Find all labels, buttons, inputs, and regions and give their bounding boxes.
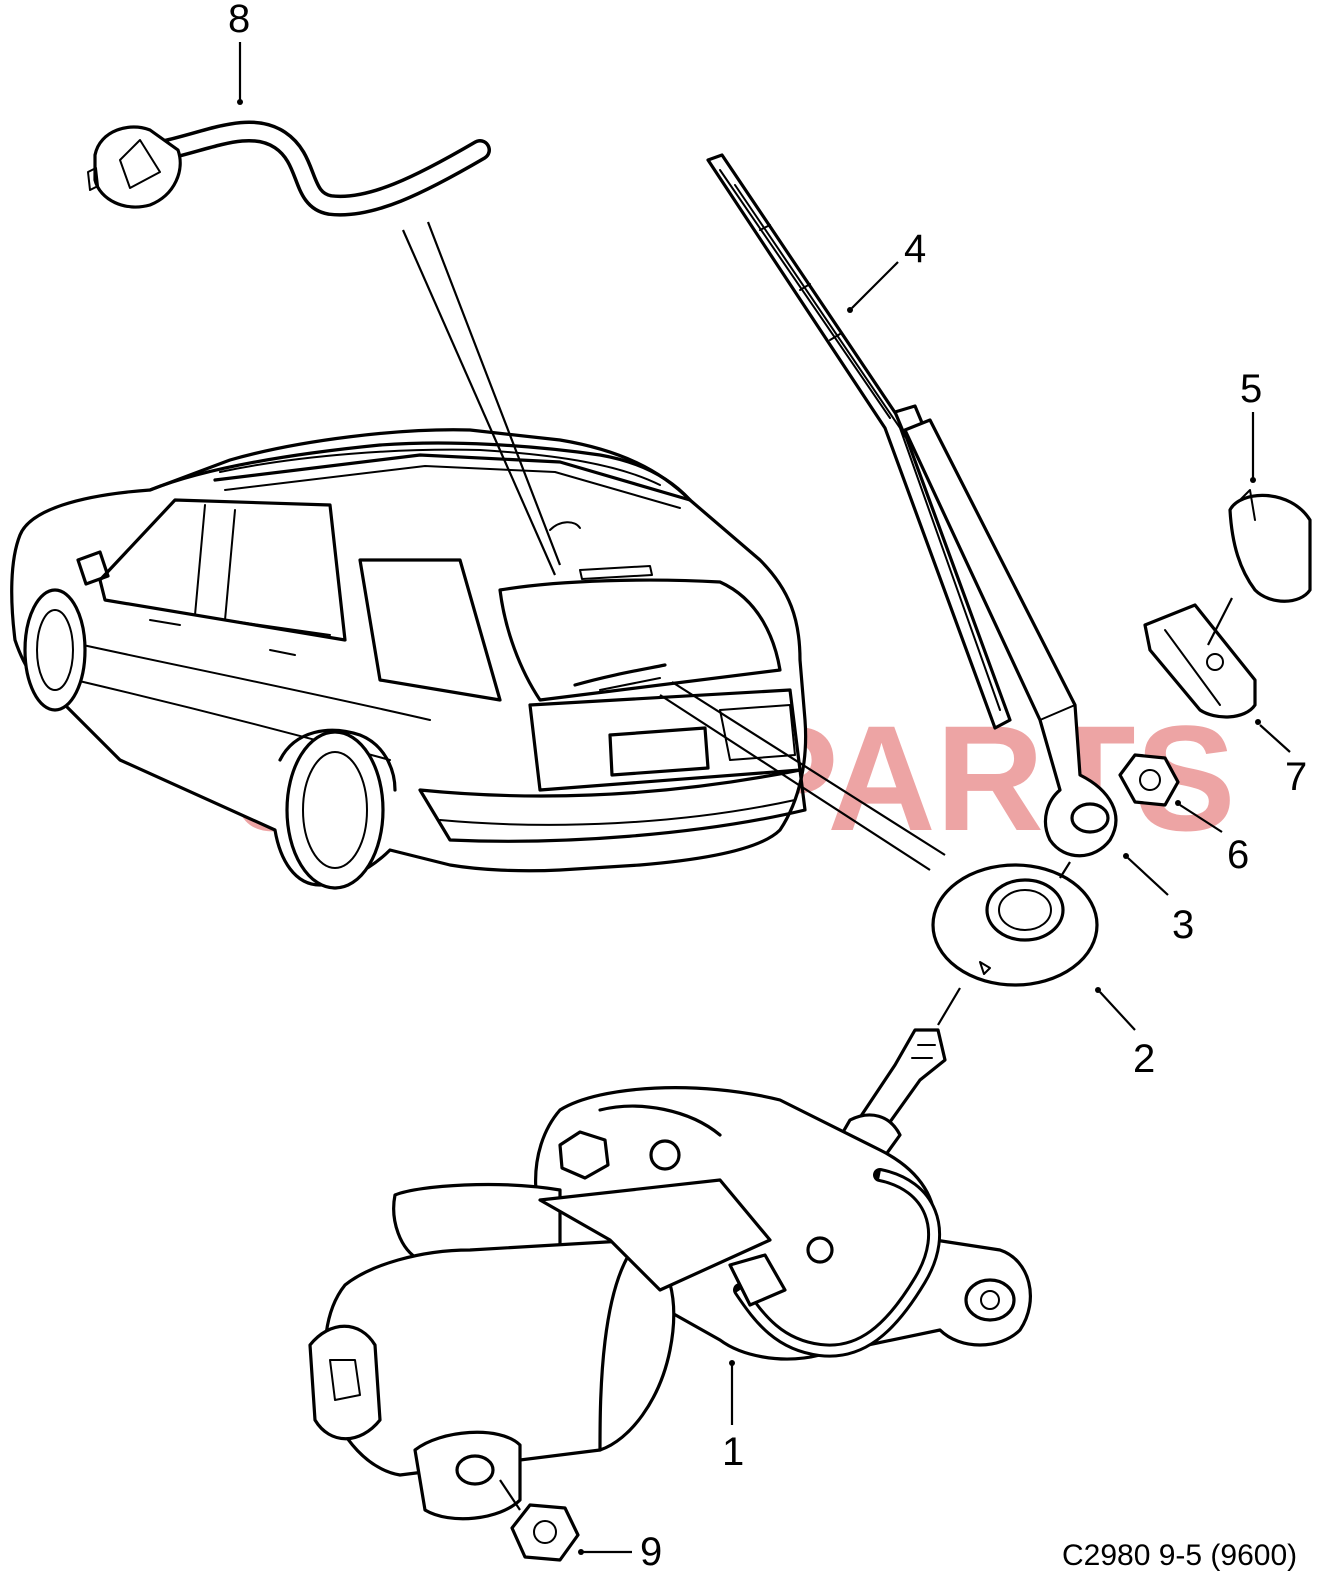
callout-9: 9 bbox=[640, 1530, 662, 1574]
callout-6: 6 bbox=[1227, 833, 1249, 877]
part-3-wiper-arm bbox=[903, 418, 1118, 858]
callout-7: 7 bbox=[1285, 755, 1307, 799]
part-9-nut bbox=[510, 1503, 580, 1562]
assembly-lines bbox=[401, 221, 1233, 1511]
part-2-grommet bbox=[931, 863, 1099, 987]
part-6-nut bbox=[1118, 753, 1180, 807]
callout-labels: 8 4 5 7 6 3 2 1 9 bbox=[228, 0, 1307, 1574]
callout-4: 4 bbox=[904, 227, 926, 271]
diagram-caption: C2980 9-5 (9600) bbox=[1062, 1539, 1297, 1572]
part-7-cover bbox=[1143, 603, 1257, 719]
callout-1: 1 bbox=[722, 1430, 744, 1474]
car-illustration bbox=[10, 428, 808, 890]
callout-8: 8 bbox=[228, 0, 250, 41]
part-5-arm-cap bbox=[1228, 489, 1312, 603]
part-8-washer-hose bbox=[87, 120, 491, 217]
callout-2: 2 bbox=[1133, 1037, 1155, 1081]
callout-5: 5 bbox=[1240, 367, 1262, 411]
part-1-wiper-motor bbox=[308, 1028, 1032, 1521]
callout-pointers bbox=[237, 42, 1291, 1555]
callout-3: 3 bbox=[1172, 903, 1194, 947]
